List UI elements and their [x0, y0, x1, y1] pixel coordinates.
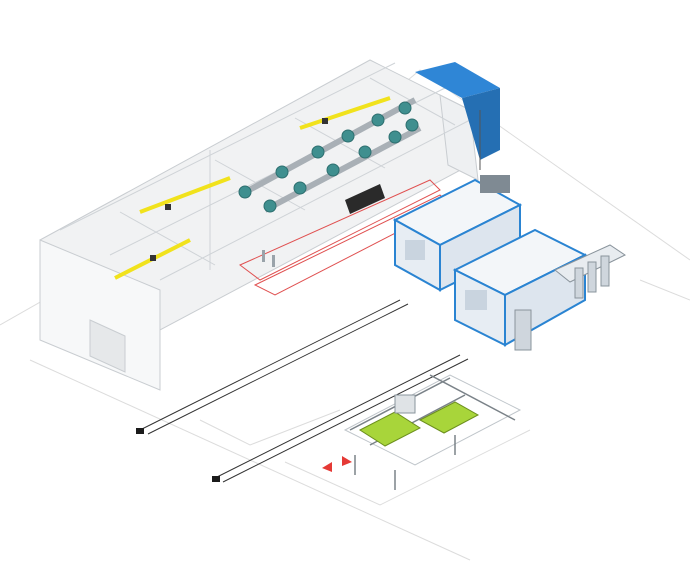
worker-figures: [262, 250, 275, 267]
ventilation-duct: [238, 97, 422, 213]
rail-stop-2: [212, 476, 220, 482]
dust-collector: [514, 244, 627, 351]
hall-door: [89, 319, 126, 373]
production-hall: [39, 59, 479, 391]
overhead-crane-3: [299, 96, 391, 130]
overhead-crane-2: [114, 238, 191, 280]
direction-arrows: [322, 456, 352, 472]
transfer-wagon: [345, 184, 385, 214]
roller-conveyor-station: [343, 374, 522, 490]
fan-icon: [238, 101, 419, 213]
blue-tower: [415, 62, 500, 170]
rail-stop-1: [136, 428, 144, 434]
overhead-crane-1: [139, 176, 231, 214]
rail-track: [139, 299, 469, 483]
